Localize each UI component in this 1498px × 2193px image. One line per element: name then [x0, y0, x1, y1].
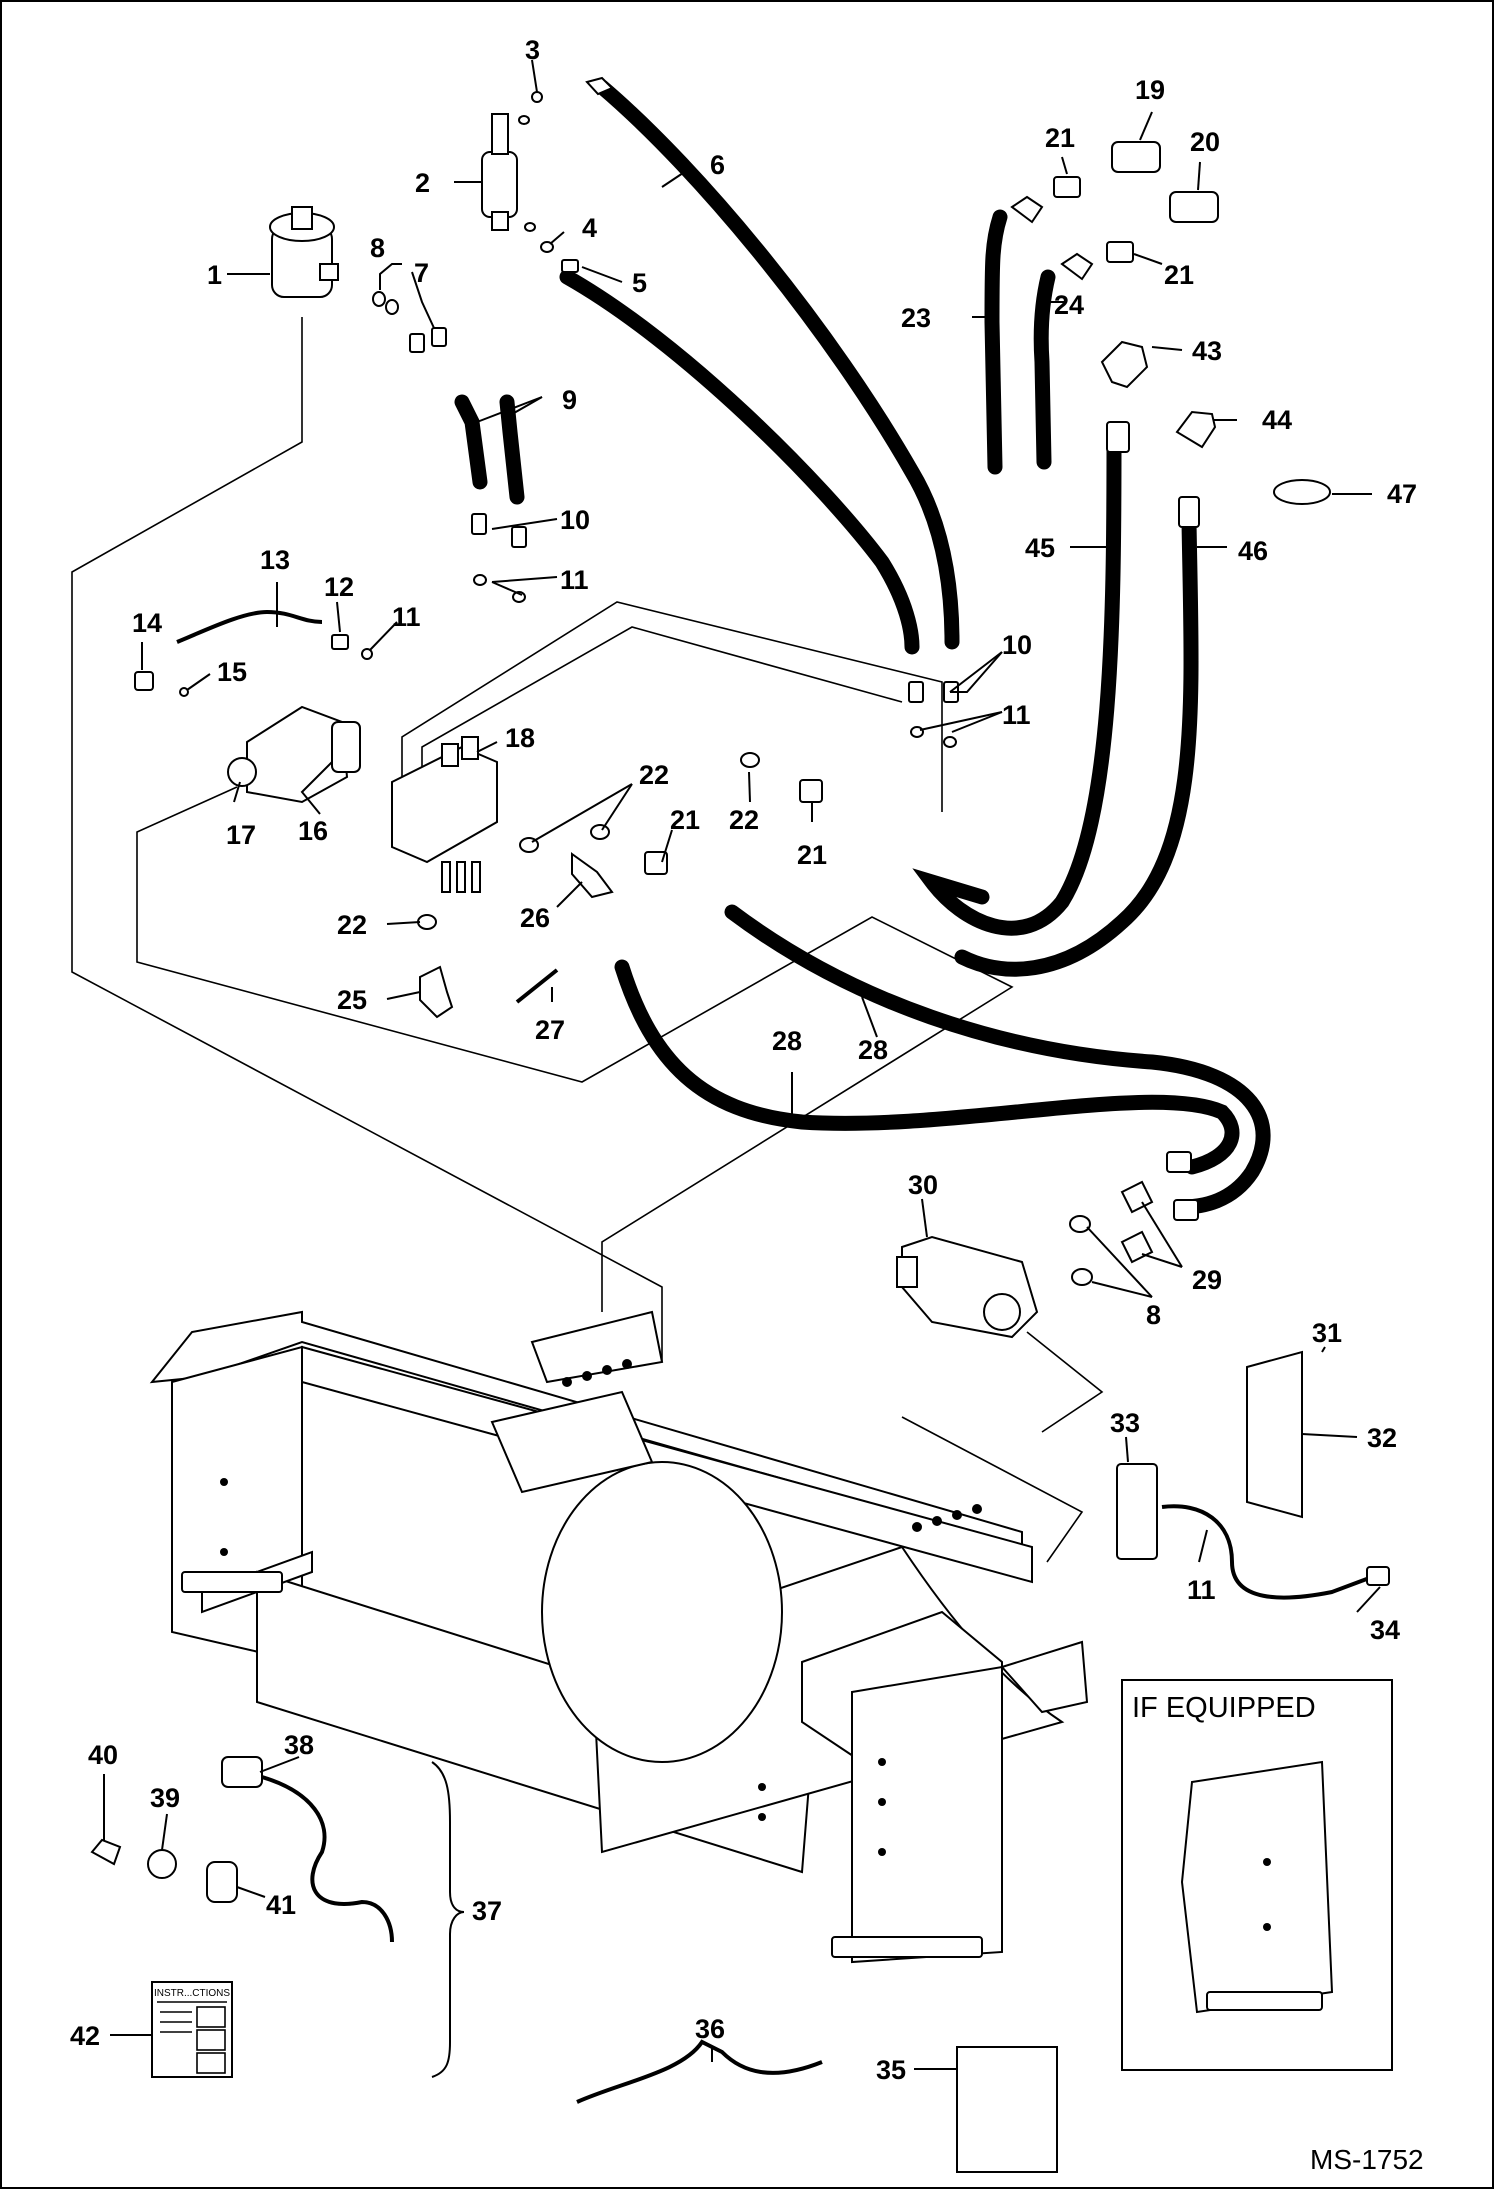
- callout-30: 30: [908, 1170, 938, 1200]
- callout-24: 24: [1054, 290, 1084, 320]
- callout-21a: 21: [1045, 123, 1075, 153]
- callout-22c: 22: [337, 910, 367, 940]
- connector-38: [221, 1756, 263, 1788]
- callout-28a: 28: [772, 1026, 802, 1056]
- drawing-code: MS-1752: [1310, 2144, 1424, 2175]
- callout-11: 11: [560, 565, 589, 595]
- callout-11c: 11: [1002, 700, 1031, 730]
- switch-box-33: [1116, 1463, 1158, 1560]
- cable-tie-47: [1273, 479, 1331, 505]
- callout-43: 43: [1192, 336, 1222, 366]
- callout-17: 17: [226, 820, 256, 850]
- hoses: [176, 79, 1271, 1215]
- callout-29: 29: [1192, 1265, 1222, 1295]
- callout-19: 19: [1135, 75, 1165, 105]
- callout-20: 20: [1190, 127, 1220, 157]
- callout-33: 33: [1110, 1408, 1140, 1438]
- callout-3: 3: [525, 35, 540, 65]
- instructions-booklet-42: INSTR...CTIONS: [151, 1981, 233, 2078]
- callout-6: 6: [710, 150, 725, 180]
- callout-25: 25: [337, 985, 367, 1015]
- callout-1: 1: [207, 260, 222, 290]
- callout-11b: 11: [392, 602, 421, 632]
- if-equipped-inset: IF EQUIPPED: [1121, 1679, 1393, 2071]
- callout-22b: 22: [729, 805, 759, 835]
- valve-18: [391, 736, 498, 893]
- callout-8: 8: [370, 233, 385, 263]
- callout-9: 9: [562, 385, 577, 415]
- svg-text:INSTR...CTIONS: INSTR...CTIONS: [154, 1988, 230, 1999]
- housing-holes: [220, 1359, 982, 1856]
- svg-text:IF EQUIPPED: IF EQUIPPED: [1132, 1692, 1316, 1724]
- callout-32: 32: [1367, 1423, 1397, 1453]
- callout-46: 46: [1238, 536, 1268, 566]
- callout-15: 15: [217, 657, 247, 687]
- callout-31: 31: [1312, 1318, 1342, 1348]
- callout-34: 34: [1370, 1615, 1400, 1645]
- callout-13: 13: [260, 545, 290, 575]
- callout-28b: 28: [858, 1035, 888, 1065]
- callout-12: 12: [324, 572, 354, 602]
- callout-40: 40: [88, 1740, 118, 1770]
- callout-44: 44: [1262, 405, 1292, 435]
- callout-21d: 21: [797, 840, 827, 870]
- box-35: [956, 2046, 1058, 2173]
- callout-26: 26: [520, 903, 550, 933]
- callout-39: 39: [150, 1783, 180, 1813]
- callout-16: 16: [298, 816, 328, 846]
- callout-8b: 8: [1146, 1300, 1161, 1330]
- callout-37: 37: [472, 1896, 502, 1926]
- lower-parts: [90, 1756, 1058, 2173]
- motor-30: [896, 1235, 1039, 1339]
- ring-39: [147, 1849, 177, 1879]
- callout-18: 18: [505, 723, 535, 753]
- callout-38: 38: [284, 1730, 314, 1760]
- callout-36: 36: [695, 2014, 725, 2044]
- callout-41: 41: [266, 1890, 296, 1920]
- callout-47: 47: [1387, 479, 1417, 509]
- callout-4: 4: [582, 213, 597, 243]
- connector-41: [206, 1861, 238, 1903]
- callout-2: 2: [415, 168, 430, 198]
- callout-23: 23: [901, 303, 931, 333]
- callout-10: 10: [560, 505, 590, 535]
- components: [227, 113, 1390, 1600]
- outline-lines: [71, 317, 1104, 1563]
- harness-34: [1161, 1504, 1373, 1600]
- motor-1: [269, 206, 339, 298]
- plate-32: [1246, 1350, 1303, 1519]
- callout-21c: 21: [670, 805, 700, 835]
- callout-21b: 21: [1164, 260, 1194, 290]
- fittings: [134, 76, 1219, 1286]
- bracket-37: [431, 1761, 465, 2078]
- callout-22a: 22: [639, 760, 669, 790]
- callout-7: 7: [414, 258, 429, 288]
- callout-27: 27: [535, 1015, 565, 1045]
- cap-40: [90, 1838, 122, 1866]
- callout-45: 45: [1025, 533, 1055, 563]
- cylinder-2: [481, 113, 518, 231]
- motor-17: [227, 705, 361, 804]
- callout-5: 5: [632, 268, 647, 298]
- callout-11d: 11: [1187, 1575, 1216, 1605]
- callout-leaders: [103, 59, 1381, 2070]
- blower-housing: [149, 1310, 1089, 1964]
- callout-35: 35: [876, 2055, 906, 2085]
- callout-10b: 10: [1002, 630, 1032, 660]
- callout-14: 14: [132, 608, 162, 638]
- callout-42: 42: [70, 2021, 100, 2051]
- callout-labels: 1 2 3 4 5 6 7 8 9 10 11 12 13 14 15 16 1…: [70, 35, 1417, 2085]
